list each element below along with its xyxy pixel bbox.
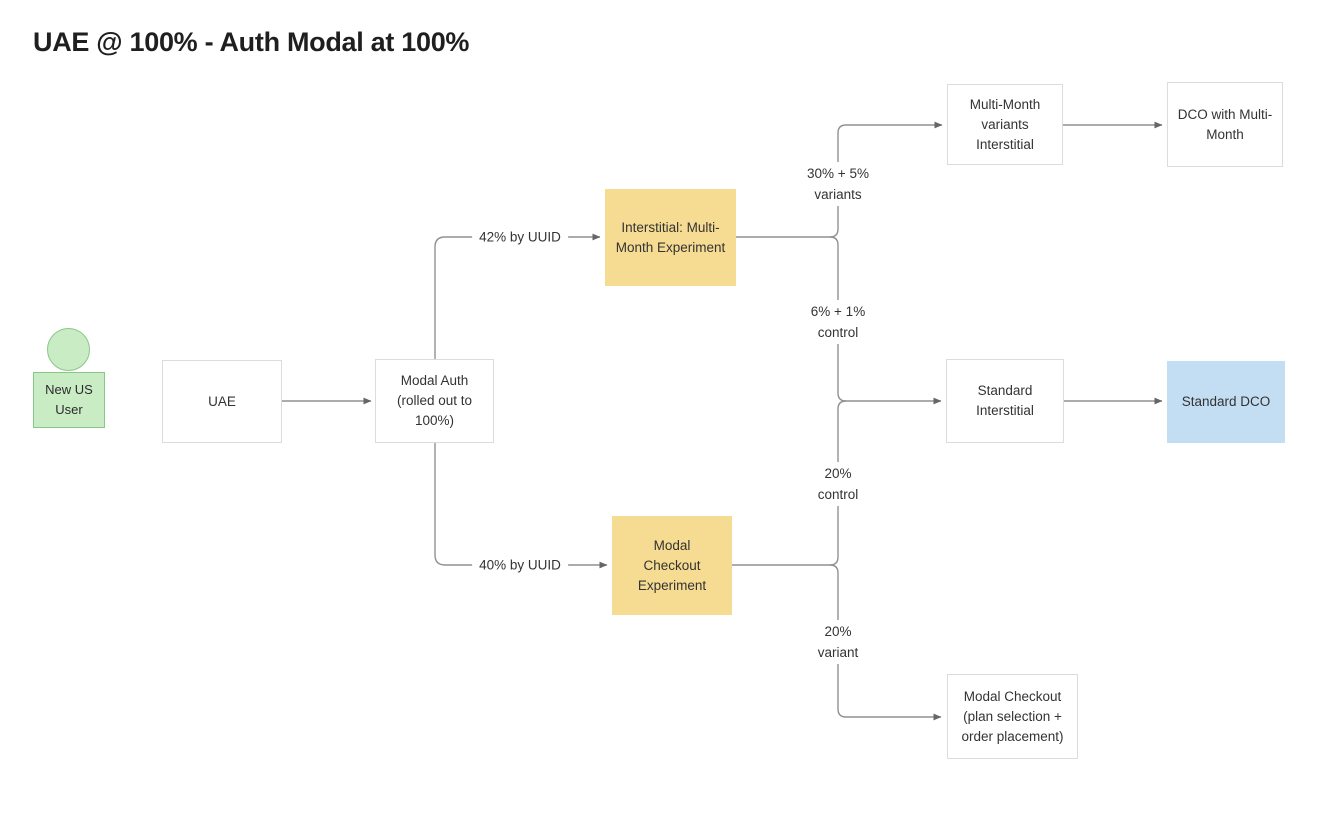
node-uae[interactable]: UAE: [162, 360, 282, 443]
node-standard-interstitial[interactable]: Standard Interstitial: [946, 359, 1064, 443]
edge-label-20-control[interactable]: 20% control: [810, 462, 866, 506]
edge-label-30-plus-5-variants[interactable]: 30% + 5% variants: [800, 162, 876, 206]
node-interstitial-multi-month-experiment[interactable]: Interstitial: Multi- Month Experiment: [605, 189, 736, 286]
node-modal-auth[interactable]: Modal Auth (rolled out to 100%): [375, 359, 494, 443]
node-dco-with-multi-month[interactable]: DCO with Multi- Month: [1167, 82, 1283, 167]
edge-label-6-plus-1-control[interactable]: 6% + 1% control: [803, 300, 873, 344]
node-standard-dco[interactable]: Standard DCO: [1167, 361, 1285, 443]
user-actor-head-icon: [47, 328, 90, 371]
edge-label-20-variant[interactable]: 20% variant: [810, 620, 866, 664]
diagram-title: UAE @ 100% - Auth Modal at 100%: [33, 27, 470, 57]
node-modal-checkout[interactable]: Modal Checkout (plan selection + order p…: [947, 674, 1078, 759]
node-multi-month-variants-interstitial[interactable]: Multi-Month variants Interstitial: [947, 84, 1063, 165]
edge-label-40-percent-by-uuid[interactable]: 40% by UUID: [472, 553, 568, 577]
node-modal-checkout-experiment[interactable]: Modal Checkout Experiment: [612, 516, 732, 615]
edge-label-42-percent-by-uuid[interactable]: 42% by UUID: [472, 225, 568, 249]
node-new-us-user[interactable]: New US User: [33, 372, 105, 428]
